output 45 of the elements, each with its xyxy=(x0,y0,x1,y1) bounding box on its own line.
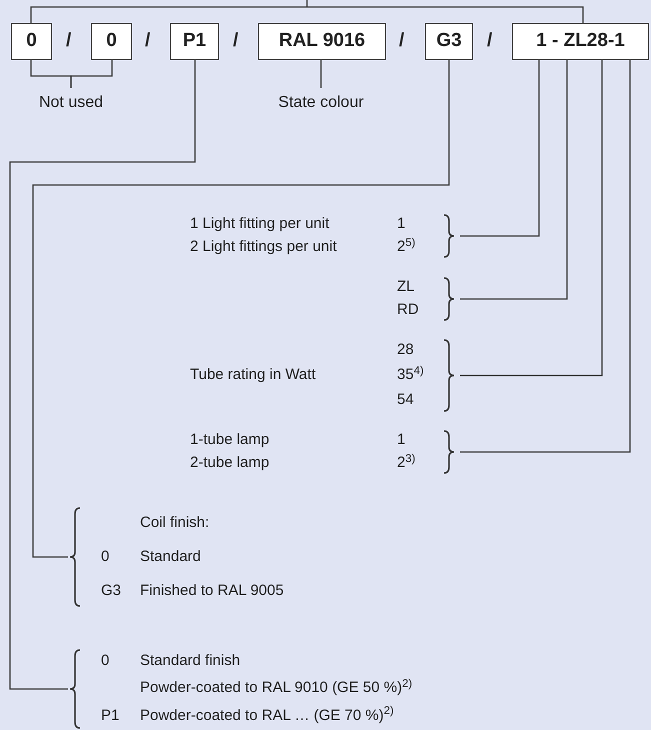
option-text: ZL xyxy=(397,277,416,298)
note-text: Not used xyxy=(26,92,116,114)
option-text: Finished to RAL 9005 xyxy=(140,580,285,601)
code-box: 0 xyxy=(11,23,52,60)
separator-slash: / xyxy=(145,29,150,53)
option-text: 2 Light fittings per unit xyxy=(190,237,338,258)
code-box: 0 xyxy=(91,23,132,60)
option-text: 0 xyxy=(101,546,110,567)
option-text: 1 xyxy=(397,214,406,234)
option-text: P1 xyxy=(101,706,120,726)
code-box: RAL 9016 xyxy=(258,23,386,60)
connector-line xyxy=(9,60,196,690)
separator-slash: / xyxy=(487,29,492,53)
code-box: G3 xyxy=(425,23,473,60)
option-text: 28 xyxy=(397,340,415,360)
option-text: Powder-coated to RAL 9010 (GE 50 %)$^{2)}$ xyxy=(140,677,414,698)
option-text: 2-tube lamp xyxy=(190,453,270,474)
connector-line xyxy=(320,60,322,88)
option-text: Standard finish xyxy=(140,651,242,672)
option-text: 2$^{3)}$ xyxy=(397,452,416,474)
connector-line xyxy=(460,60,568,300)
separator-slash: / xyxy=(399,29,404,53)
connector-line xyxy=(70,60,113,88)
note-text: State colour xyxy=(276,92,366,136)
option-text: RD xyxy=(397,300,420,320)
option-text: 35$^{4)}$ xyxy=(397,364,425,386)
option-text: 2$^{5)}$ xyxy=(397,236,416,258)
option-text: Tube rating in Watt xyxy=(190,365,317,386)
option-text: Coil finish: xyxy=(140,512,210,533)
option-text: Standard xyxy=(140,546,202,567)
option-text: 54 xyxy=(397,390,415,410)
connector-line xyxy=(32,60,450,558)
option-text: 1 xyxy=(397,430,406,450)
connector-line xyxy=(460,60,603,376)
option-text: G3 xyxy=(101,580,122,601)
code-box: 1 - ZL28-1 xyxy=(512,23,649,60)
separator-slash: / xyxy=(233,29,238,53)
code-box: P1 xyxy=(170,23,219,60)
option-text: Powder-coated to RAL … (GE 70 %)$^{2)}$ xyxy=(140,704,395,726)
connector-line xyxy=(460,60,631,453)
option-text: 1-tube lamp xyxy=(190,430,270,450)
connector-line xyxy=(460,60,540,237)
option-text: 0 xyxy=(101,651,110,672)
option-text: 1 Light fitting per unit xyxy=(190,214,330,234)
separator-slash: / xyxy=(66,29,72,53)
